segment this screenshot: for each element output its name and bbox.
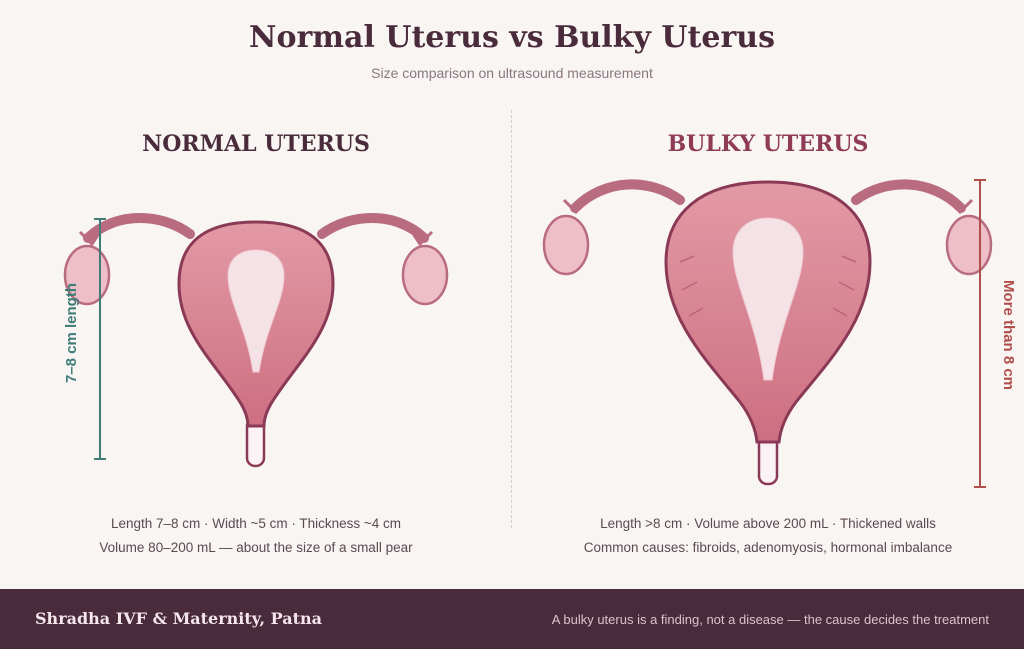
- bulky-uterine-cavity: [732, 217, 804, 381]
- page-title: Normal Uterus vs Bulky Uterus: [249, 20, 775, 55]
- normal-length-label: 7–8 cm length: [63, 283, 80, 383]
- normal-uterus-figure: 7–8 cm length: [63, 213, 449, 468]
- normal-uterus-caption: Length 7–8 cm · Width ~5 cm · Thickness …: [20, 512, 492, 560]
- normal-right-fimbria: [410, 230, 434, 247]
- normal-uterus-heading: NORMAL UTERUS: [142, 131, 370, 157]
- normal-right-ovary: [401, 244, 449, 306]
- bulky-caption-line-2: Common causes: fibroids, adenomyosis, ho…: [583, 540, 953, 555]
- normal-uterine-cavity: [227, 249, 285, 373]
- bulky-right-ovary: [945, 214, 993, 276]
- normal-caption-line-2: Volume 80–200 mL — about the size of a s…: [99, 540, 413, 555]
- page-subtitle: Size comparison on ultrasound measuremen…: [371, 65, 653, 81]
- normal-caption-line-1: Length 7–8 cm · Width ~5 cm · Thickness …: [110, 516, 402, 531]
- bulky-right-fimbria: [946, 198, 974, 215]
- bulky-length-label: More than 8 cm: [1000, 280, 1017, 390]
- bulky-uterus-figure: More than 8 cm: [542, 179, 1017, 488]
- footer-bar: Shradha IVF & Maternity, Patna A bulky u…: [0, 589, 1024, 649]
- normal-left-fimbria: [78, 230, 102, 247]
- normal-right-fallopian-tube: [317, 213, 429, 243]
- normal-left-ovary: [63, 244, 111, 306]
- bulky-right-fallopian-tube: [851, 179, 966, 213]
- thickened-wall-marks: [679, 255, 857, 317]
- bulky-left-fallopian-tube: [570, 179, 685, 213]
- bulky-left-ovary: [542, 214, 590, 276]
- panel-divider: [511, 110, 512, 528]
- normal-left-fallopian-tube: [83, 213, 195, 243]
- footer-note: A bulky uterus is a finding, not a disea…: [551, 612, 989, 627]
- bulky-left-fimbria: [562, 198, 590, 215]
- footer-brand-name: Shradha IVF & Maternity, Patna: [35, 609, 323, 628]
- uterus-illustrations: 7–8 cm length More than 8 cm: [63, 179, 1017, 488]
- bulky-uterus-heading: BULKY UTERUS: [667, 131, 869, 157]
- bulky-uterus-caption: Length >8 cm · Volume above 200 mL · Thi…: [532, 512, 1004, 560]
- bulky-caption-line-1: Length >8 cm · Volume above 200 mL · Thi…: [600, 516, 936, 531]
